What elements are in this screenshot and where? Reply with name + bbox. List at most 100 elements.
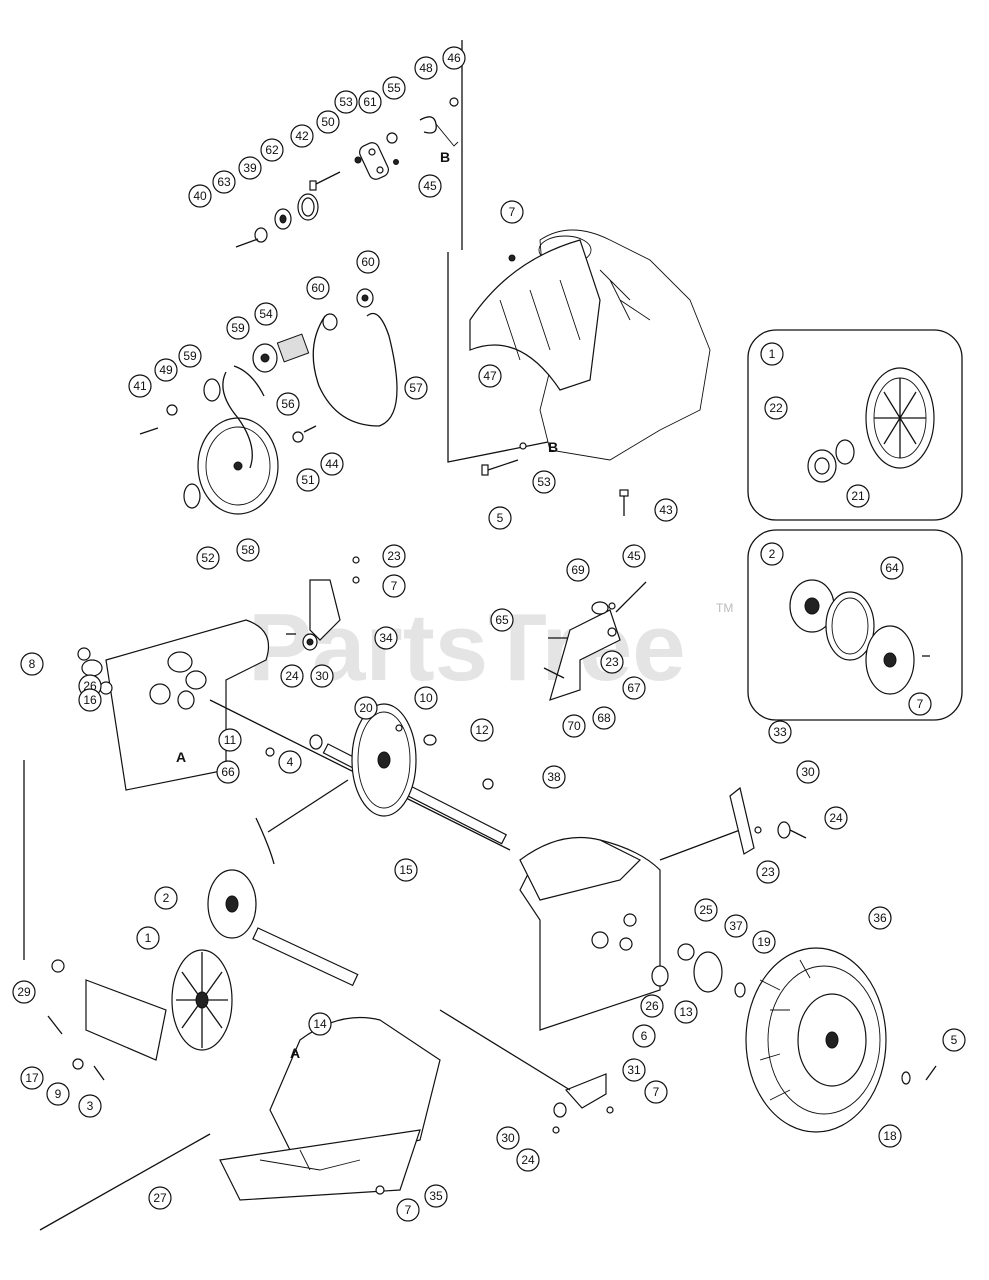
callout-64: 64 xyxy=(880,556,904,580)
callout-37: 37 xyxy=(724,914,748,938)
svg-text:9: 9 xyxy=(55,1087,62,1101)
callout-13: 13 xyxy=(674,1000,698,1024)
callout-23: 23 xyxy=(756,860,780,884)
shift-lever xyxy=(729,786,807,855)
engine-assembly xyxy=(447,40,711,516)
svg-text:69: 69 xyxy=(571,563,585,577)
callout-14: 14 xyxy=(308,1012,332,1036)
svg-text:7: 7 xyxy=(405,1203,412,1217)
right-bracket xyxy=(543,581,647,701)
svg-text:66: 66 xyxy=(221,765,235,779)
svg-text:56: 56 xyxy=(281,397,295,411)
callout-24: 24 xyxy=(516,1148,540,1172)
svg-text:35: 35 xyxy=(429,1189,443,1203)
callout-1: 1 xyxy=(136,926,160,950)
section-label-b-top: B xyxy=(440,149,450,165)
callout-16: 16 xyxy=(78,688,102,712)
svg-text:7: 7 xyxy=(391,579,398,593)
callout-26: 26 xyxy=(640,994,664,1018)
callout-15: 15 xyxy=(394,858,418,882)
callout-57: 57 xyxy=(404,376,428,400)
callout-47: 47 xyxy=(478,364,502,388)
callout-59: 59 xyxy=(178,344,202,368)
callout-10: 10 xyxy=(414,686,438,710)
callout-53: 53 xyxy=(334,90,358,114)
callout-18: 18 xyxy=(878,1124,902,1148)
callout-48: 48 xyxy=(414,56,438,80)
svg-text:30: 30 xyxy=(501,1131,515,1145)
svg-text:38: 38 xyxy=(547,770,561,784)
svg-text:45: 45 xyxy=(423,179,437,193)
inset-1-badge: 1 xyxy=(760,342,784,366)
callout-5: 5 xyxy=(942,1028,966,1052)
callout-7: 7 xyxy=(396,1198,420,1222)
svg-text:14: 14 xyxy=(313,1017,327,1031)
svg-text:23: 23 xyxy=(605,655,619,669)
callout-30: 30 xyxy=(310,664,334,688)
svg-text:67: 67 xyxy=(627,681,641,695)
svg-text:26: 26 xyxy=(645,999,659,1013)
section-label-a-shield: A xyxy=(290,1045,300,1061)
svg-text:30: 30 xyxy=(315,669,329,683)
callout-49: 49 xyxy=(154,358,178,382)
svg-text:43: 43 xyxy=(659,503,673,517)
svg-text:15: 15 xyxy=(399,863,413,877)
svg-text:8: 8 xyxy=(29,657,36,671)
callout-52: 52 xyxy=(196,546,220,570)
callout-58: 58 xyxy=(236,538,260,562)
callout-43: 43 xyxy=(654,498,678,522)
right-frame xyxy=(519,829,741,1031)
callout-35: 35 xyxy=(424,1184,448,1208)
svg-text:65: 65 xyxy=(495,613,509,627)
inset-2-badge: 2 xyxy=(760,542,784,566)
svg-text:59: 59 xyxy=(183,349,197,363)
linkage-parts xyxy=(235,97,459,248)
belt-drive xyxy=(139,288,398,515)
wheel xyxy=(651,943,937,1133)
friction-assembly xyxy=(23,760,359,1081)
callout-8: 8 xyxy=(20,652,44,676)
svg-text:70: 70 xyxy=(567,719,581,733)
svg-text:63: 63 xyxy=(217,175,231,189)
svg-text:1: 1 xyxy=(769,347,776,361)
svg-text:2: 2 xyxy=(769,547,776,561)
svg-text:39: 39 xyxy=(243,161,257,175)
svg-text:4: 4 xyxy=(287,755,294,769)
callout-39: 39 xyxy=(238,156,262,180)
callout-33: 33 xyxy=(768,720,792,744)
callout-7: 7 xyxy=(644,1080,668,1104)
callout-68: 68 xyxy=(592,706,616,730)
svg-text:11: 11 xyxy=(224,733,237,747)
callout-29: 29 xyxy=(12,980,36,1004)
callout-23: 23 xyxy=(382,544,406,568)
svg-text:13: 13 xyxy=(679,1005,693,1019)
svg-text:40: 40 xyxy=(193,189,207,203)
svg-text:61: 61 xyxy=(363,95,377,109)
callout-19: 19 xyxy=(752,930,776,954)
callout-21: 21 xyxy=(846,484,870,508)
callout-25: 25 xyxy=(694,898,718,922)
svg-text:5: 5 xyxy=(497,511,504,525)
callout-22: 22 xyxy=(764,396,788,420)
svg-text:7: 7 xyxy=(653,1085,660,1099)
callout-7: 7 xyxy=(382,574,406,598)
callout-54: 54 xyxy=(254,302,278,326)
callout-17: 17 xyxy=(20,1066,44,1090)
callout-42: 42 xyxy=(290,124,314,148)
callout-7: 7 xyxy=(908,692,932,716)
callout-20: 20 xyxy=(354,696,378,720)
svg-text:25: 25 xyxy=(699,903,713,917)
svg-text:1: 1 xyxy=(145,931,152,945)
callout-40: 40 xyxy=(188,184,212,208)
lower-shield xyxy=(39,1016,441,1231)
svg-text:7: 7 xyxy=(917,697,924,711)
callout-2: 2 xyxy=(154,886,178,910)
svg-text:18: 18 xyxy=(883,1129,897,1143)
callout-69: 69 xyxy=(566,558,590,582)
callout-63: 63 xyxy=(212,170,236,194)
svg-text:6: 6 xyxy=(641,1029,648,1043)
svg-text:34: 34 xyxy=(379,631,393,645)
svg-text:53: 53 xyxy=(339,95,353,109)
